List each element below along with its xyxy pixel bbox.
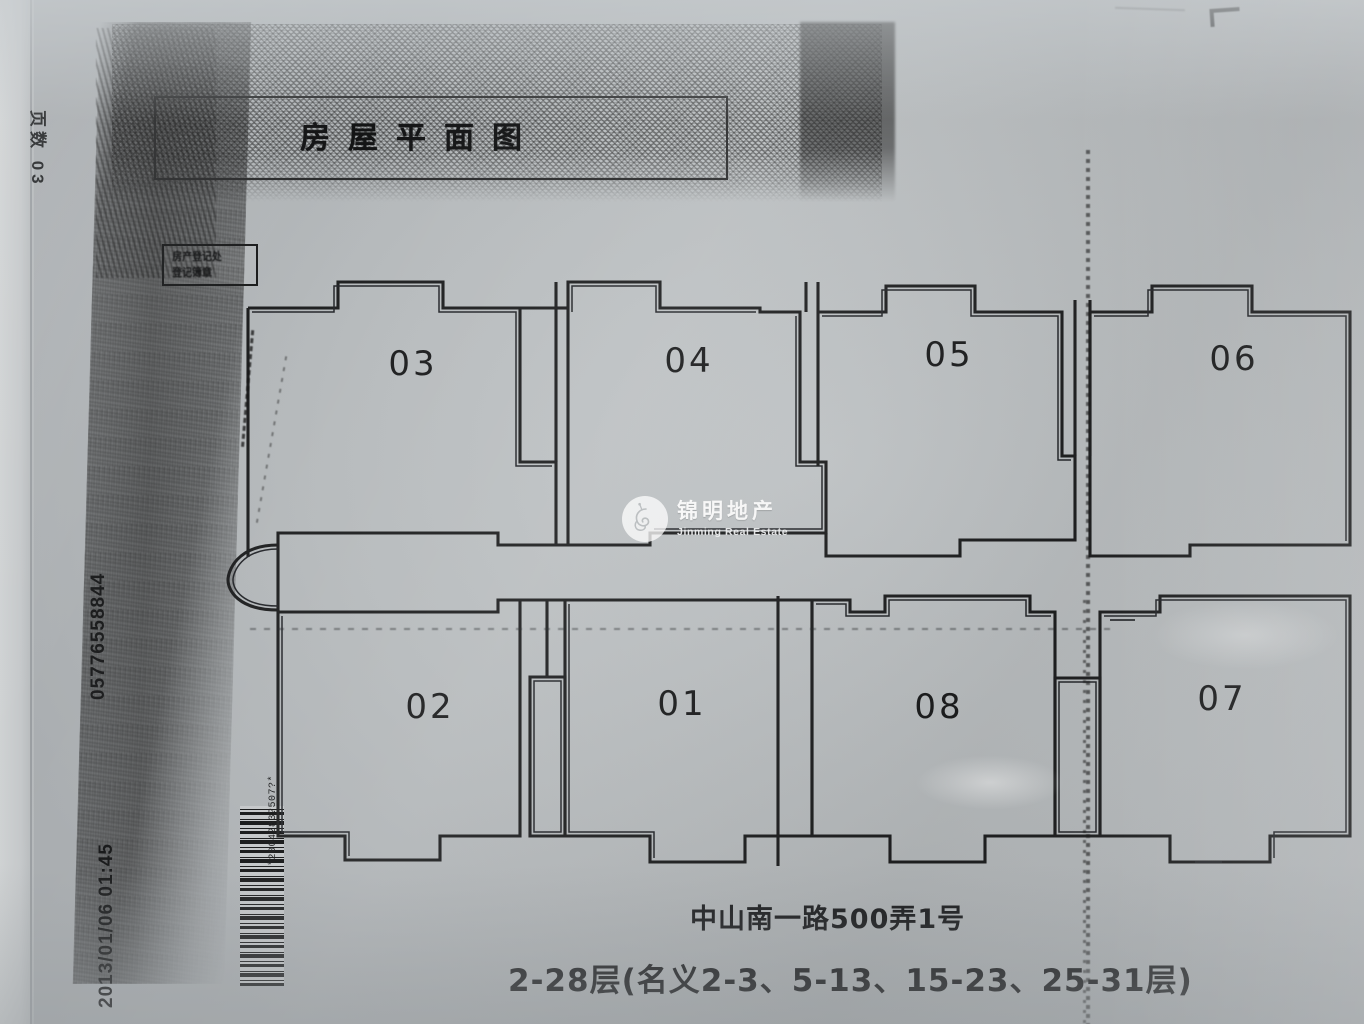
- unit-label-02: 02: [405, 687, 454, 727]
- floor-range-caption: 2-28层(名义2-3、5-13、15-23、25-31层): [508, 963, 1193, 999]
- unit-label-01: 01: [657, 684, 706, 724]
- page-title: 房屋平面图: [300, 121, 540, 156]
- paper-left-edge: [0, 0, 34, 1024]
- scan-seam-line: [1086, 150, 1090, 1024]
- photo-glare-1: [915, 755, 1065, 810]
- unit-label-04: 04: [664, 341, 713, 381]
- unit-label-03: 03: [388, 344, 437, 384]
- stamp-line-2: 登记簿章: [172, 266, 212, 279]
- watermark: 锦明地产 Jinming Real Estate: [622, 496, 788, 542]
- registration-stamp-box: 房产登记处 登记簿章: [162, 244, 258, 286]
- unit-label-07: 07: [1197, 679, 1246, 719]
- watermark-en: Jinming Real Estate: [677, 525, 789, 538]
- stamp-line-1: 房产登记处: [172, 250, 222, 263]
- address-caption: 中山南一路500弄1号: [690, 904, 966, 935]
- watermark-text: 锦明地产 Jinming Real Estate: [677, 498, 789, 538]
- photo-glare-2: [1150, 600, 1340, 670]
- unit-label-08: 08: [914, 687, 963, 727]
- paper-edge-line: [30, 0, 32, 1024]
- watermark-cn: 锦明地产: [677, 498, 777, 523]
- snail-spiral-icon: [634, 502, 650, 531]
- scan-seam-line-lower: [1083, 600, 1086, 1024]
- unit-label-05: 05: [924, 335, 973, 375]
- jinming-logo-icon: [622, 496, 668, 542]
- paper-fold-line: [250, 628, 1110, 630]
- unit-label-06: 06: [1209, 339, 1258, 379]
